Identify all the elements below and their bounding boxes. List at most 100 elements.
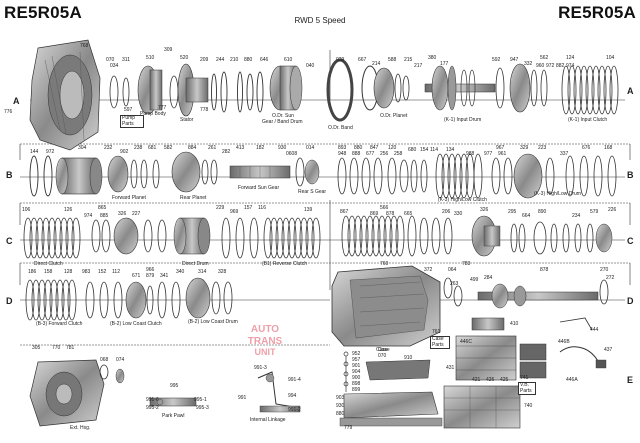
label-ext-hsg: Ext. Hsg. — [70, 425, 91, 431]
label-263: 263 — [450, 281, 459, 287]
ext-small-parts — [99, 364, 125, 384]
b2-low-coast-clutch-pack — [85, 281, 123, 319]
row-letter-a-right: A — [627, 86, 634, 96]
label-227: 227 — [132, 211, 141, 217]
label-158: 158 — [44, 269, 53, 275]
label-104: 104 — [606, 55, 615, 61]
label-112: 112 — [112, 269, 120, 275]
label-930b: 930 — [278, 145, 287, 151]
output-shaft — [477, 283, 599, 309]
label-304: 304 — [78, 145, 87, 151]
label-865: 865 — [98, 205, 107, 211]
label-direct-drum: Direct Drum — [182, 261, 209, 267]
label-930: 930 — [336, 403, 345, 409]
label-664: 664 — [522, 213, 531, 219]
label-206: 206 — [442, 209, 451, 215]
label-168: 168 — [604, 145, 613, 151]
row-b-right-rings — [337, 157, 428, 195]
vb-parts-box: V.B. Parts — [518, 382, 536, 395]
valve-body-lower — [443, 385, 521, 429]
label-134: 134 — [446, 147, 455, 153]
label-068: 068 — [100, 357, 109, 363]
k3-high-low-clutch-pack — [435, 153, 483, 199]
label-878d: 878 — [540, 267, 549, 273]
label-154: 154 — [420, 147, 429, 153]
label-960: 960 — [536, 63, 545, 69]
hub-226 — [595, 223, 613, 253]
row-letter-e-right: E — [627, 375, 634, 385]
label-588: 588 — [388, 57, 397, 63]
label-direct-clutch: Direct Clutch — [34, 261, 63, 267]
label-761: 761 — [432, 329, 441, 335]
k1-input-drum — [424, 65, 496, 111]
label-258: 258 — [394, 151, 403, 157]
label-671: 671 — [132, 273, 141, 279]
title-right: RE5R05A — [558, 3, 636, 22]
filter-strainer — [365, 359, 431, 381]
label-421: 421 — [472, 377, 481, 383]
label-139: 139 — [304, 207, 313, 213]
label-124: 124 — [566, 55, 575, 61]
label-991-4: 991-4 — [288, 377, 301, 383]
k1-rings-hub — [495, 63, 548, 113]
label-270: 270 — [600, 267, 609, 273]
internal-linkage — [257, 371, 301, 413]
hub-783 — [471, 215, 501, 257]
label-740: 740 — [524, 403, 533, 409]
label-847: 847 — [370, 145, 379, 151]
label-781: 781 — [66, 345, 75, 351]
row-b-end-rings — [565, 155, 617, 197]
label-995-3: 995-3 — [196, 405, 209, 411]
label-413: 413 — [236, 145, 245, 151]
label-b3-forward-clutch: (B-3) Forward Clutch — [36, 321, 83, 327]
label-446b: 446B — [558, 339, 570, 345]
label-966: 966 — [146, 267, 155, 273]
park-pawl — [149, 397, 197, 407]
pump-parts-box: Pump Parts — [120, 115, 144, 128]
label-126: 126 — [64, 207, 73, 213]
label-994: 994 — [288, 393, 297, 399]
label-899: 899 — [352, 387, 361, 393]
label-070e: 070 — [378, 353, 387, 359]
label-878c: 878 — [386, 211, 395, 217]
label-991-3: 991-3 — [254, 365, 267, 371]
label-884: 884 — [188, 145, 197, 151]
label-074: 074 — [116, 357, 125, 363]
label-566: 566 — [380, 205, 389, 211]
b3-forward-clutch-pack — [25, 279, 77, 321]
label-223: 223 — [538, 145, 547, 151]
label-210: 210 — [230, 57, 239, 63]
label-768: 768 — [80, 43, 89, 49]
label-900: 900 — [352, 375, 361, 381]
label-869: 869 — [370, 211, 379, 217]
od-planet — [361, 65, 410, 111]
label-034: 034 — [110, 63, 119, 69]
label-od-planet: O.Dr. Planet — [380, 113, 408, 119]
label-991-6: 991-6 — [146, 397, 159, 403]
label-410: 410 — [510, 321, 519, 327]
label-244: 244 — [216, 57, 225, 63]
label-957: 957 — [352, 357, 361, 363]
label-128: 128 — [64, 269, 73, 275]
label-972: 972 — [546, 63, 555, 69]
label-332: 332 — [524, 61, 533, 67]
forward-planet — [107, 155, 160, 193]
label-329: 329 — [520, 145, 529, 151]
label-337: 337 — [560, 151, 569, 157]
row-letter-c-left: C — [6, 236, 13, 246]
label-case: Case — [378, 347, 390, 353]
label-215: 215 — [404, 57, 413, 63]
label-park-pawl: Park Pawl — [162, 413, 185, 419]
label-948: 948 — [338, 151, 347, 157]
label-867: 867 — [340, 209, 349, 215]
row-letter-a-left: A — [13, 96, 20, 106]
label-988: 988 — [466, 151, 475, 157]
label-040: 040 — [306, 63, 315, 69]
row-letter-d-right: D — [627, 296, 634, 306]
label-680: 680 — [408, 147, 417, 153]
label-579: 579 — [590, 209, 599, 215]
label-rear-s-gear: Rear S Gear — [298, 189, 327, 195]
label-893: 893 — [338, 145, 347, 151]
label-341: 341 — [160, 273, 169, 279]
